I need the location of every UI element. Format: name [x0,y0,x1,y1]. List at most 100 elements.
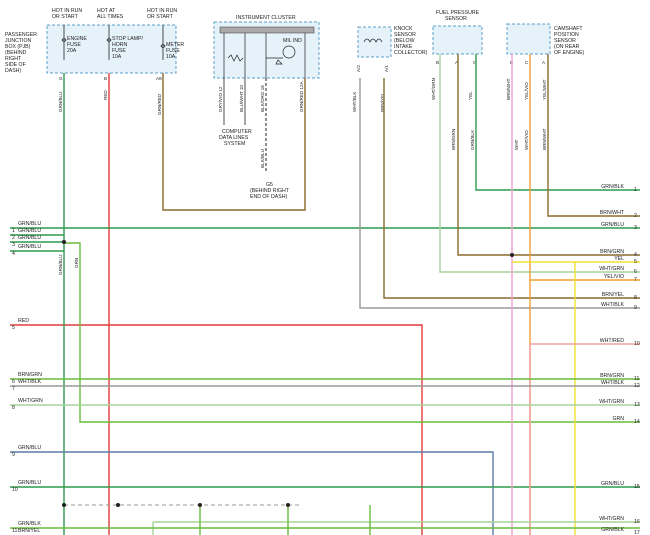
svg-text:SYSTEM: SYSTEM [224,141,245,147]
svg-text:ENGINE: ENGINE [67,36,87,42]
ground-wire-label: BLK/BLU [260,149,265,168]
right-row-number: 10 [634,341,640,347]
knock-wht-blk-wire [359,78,640,309]
svg-text:GRN/BLU: GRN/BLU [58,255,63,275]
svg-text:OR START: OR START [147,14,174,20]
svg-text:(BEHIND RIGHT: (BEHIND RIGHT [250,188,290,194]
left-row-label: BRN/YEL [18,528,40,534]
svg-text:END OF DASH): END OF DASH) [250,194,287,200]
camshaft-sensor-box [506,23,551,55]
left-row-number: 8 [12,405,15,411]
svg-text:JUNCTION: JUNCTION [5,38,31,44]
svg-text:(BELOW: (BELOW [394,38,415,44]
right-row-label: WHT/GRN [599,516,624,522]
svg-text:A8: A8 [156,76,162,81]
right-row-number: 11 [634,376,639,382]
right-row-number: 4 [634,252,637,258]
svg-text:(ON REAR: (ON REAR [554,44,580,50]
right-row-label: GRN/BLU [601,481,624,487]
svg-text:OF ENGINE): OF ENGINE) [554,50,585,56]
svg-text:BRN/GRN: BRN/GRN [451,129,456,150]
svg-text:WHT: WHT [514,139,519,150]
fuel-wht-grn-wire [439,54,640,273]
svg-text:B: B [104,76,107,81]
svg-text:BLK/ORG 16: BLK/ORG 16 [260,85,265,112]
svg-text:GRN: GRN [74,258,79,268]
svg-text:SIDE OF: SIDE OF [5,62,26,68]
svg-text:20A: 20A [67,48,77,54]
svg-text:10A: 10A [112,54,122,60]
left-row-number: 7 [12,386,15,392]
left-row-label: GRN/BLK [18,521,41,527]
svg-text:YEL: YEL [468,91,473,100]
stop-lamp-fuse-label: STOP LAMP/ HORN FUSE 10A [112,36,144,60]
svg-text:WHT/GRN: WHT/GRN [431,78,436,100]
left-row-number: 5 [12,325,15,331]
right-row-number: 15 [634,484,640,490]
knock-wires: WHT/BLK BRN/YEL [352,91,385,112]
right-row-number: 5 [634,259,637,265]
svg-text:A: A [542,60,546,65]
left-row-label: GRN/BLU [18,228,41,234]
right-row-label: WHT/BLK [601,380,625,386]
svg-text:GRY/VIO 12: GRY/VIO 12 [218,86,223,112]
right-row-label: WHT/RED [600,338,624,344]
fuel-sensor-title: FUEL PRESSURE SENSOR [436,10,480,22]
svg-text:FUSE: FUSE [112,48,126,54]
engine-fuse-label: ENGINE FUSE 20A [67,36,87,54]
svg-text:STOP LAMP/: STOP LAMP/ [112,36,144,42]
right-row-label: WHT/GRN [599,399,624,405]
right-row-number: 17 [634,530,640,535]
cluster-pins: GRY/VIO 12 BLU/WHT 10 BLK/ORG 16 GRN/RED… [218,80,304,112]
svg-text:PASSENGER: PASSENGER [5,32,37,38]
right-row-number: 14 [634,419,640,425]
left-row-label: GRN/BLU [18,445,41,451]
left-row-number: 3 [12,242,15,248]
right-row-number: 12 [634,383,640,389]
svg-text:FUSE: FUSE [67,42,81,48]
svg-text:GRN/BLU: GRN/BLU [58,92,63,112]
left-row-label: GRN/BLU [18,221,41,227]
grn-wire-row14 [64,242,640,423]
svg-text:YEL/WHT: YEL/WHT [542,79,547,100]
right-row-label: BRN/WHT [600,210,625,216]
svg-text:GRN/RED 12A: GRN/RED 12A [299,80,304,112]
svg-text:DASH): DASH) [5,68,21,74]
cluster-internals [223,33,306,78]
fuel-grn-blk-wire [475,54,640,191]
right-row-label: YEL [614,256,624,262]
right-row-label: WHT/BLK [601,302,625,308]
camshaft-sensor-title: CAMSHAFT POSITION SENSOR (ON REAR OF ENG… [554,26,585,56]
svg-text:METER: METER [166,42,184,48]
cam-brn-wht-wire [547,54,640,217]
fuel-pressure-sensor-box [432,25,483,55]
knock-sensor-title: KNOCK SENSOR (BELOW INTAKE COLLECTOR) [394,26,428,56]
left-row-number: 11 [12,528,17,534]
svg-text:KNOCK: KNOCK [394,26,413,32]
svg-text:COMPUTER: COMPUTER [222,129,252,135]
svg-text:G: G [59,76,63,81]
svg-text:WHT/VIO: WHT/VIO [524,130,529,150]
right-row-label: WHT/GRN [599,266,624,272]
pjb-pins: G B A8 [59,76,162,81]
right-row-number: 3 [634,225,637,231]
svg-text:BRN/WHT: BRN/WHT [506,78,511,100]
svg-text:BLU/WHT 10: BLU/WHT 10 [239,85,244,112]
svg-text:G5: G5 [266,182,273,188]
left-row-label: RED [18,318,29,324]
svg-text:10A: 10A [166,54,176,60]
svg-text:GRN/BLK: GRN/BLK [470,129,475,150]
knock-brn-yel-wire [383,78,640,299]
left-row-number: 2 [12,235,15,241]
right-row-label: YEL/VIO [604,274,624,280]
left-row-label: GRN/BLU [18,235,41,241]
svg-text:HORN: HORN [112,42,128,48]
right-row-label: BRN/GRN [600,373,624,379]
svg-text:CAMSHAFT: CAMSHAFT [554,26,583,32]
left-row-number: 1 [12,228,15,234]
computer-data-lines-label: COMPUTER DATA LINES SYSTEM [219,129,252,147]
svg-text:GRN/RED: GRN/RED [157,93,162,115]
svg-text:ALL TIMES: ALL TIMES [97,14,124,20]
splice-dots [62,240,514,507]
